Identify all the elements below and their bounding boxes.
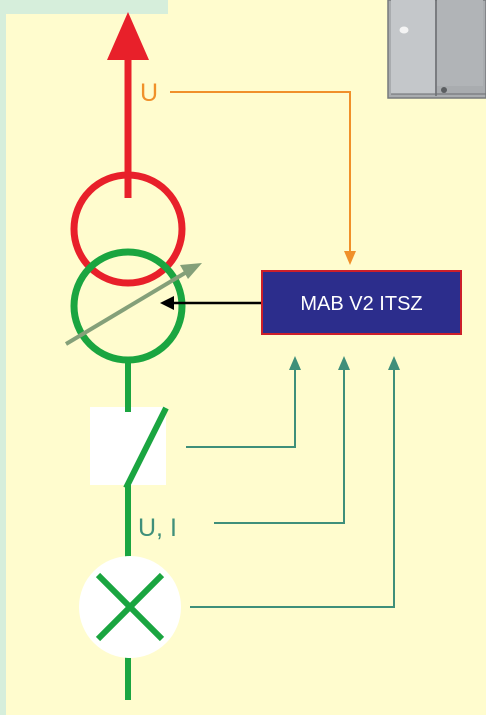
lower-measure-label: U, I [138, 514, 177, 542]
control-command-arrow [160, 296, 262, 310]
metal-panel-photo [387, 0, 486, 99]
left-side-strip [0, 0, 6, 715]
breaker-switch-icon [90, 404, 169, 490]
signal-line-load [190, 356, 400, 608]
tap-changer-arrow-icon [64, 263, 202, 346]
signal-line-switch [186, 356, 301, 448]
upper-voltage-label: U [140, 79, 158, 107]
measure-label-bg [134, 508, 202, 542]
top-left-strip [0, 0, 168, 14]
signal-line-measure [214, 356, 350, 524]
controller-box: MAB V2 ITSZ [261, 270, 462, 335]
voltage-feedback-line [170, 91, 356, 265]
transformer-primary-winding-icon [70, 171, 186, 287]
controller-label: MAB V2 ITSZ [300, 293, 422, 315]
load-cross-icon [79, 556, 181, 658]
